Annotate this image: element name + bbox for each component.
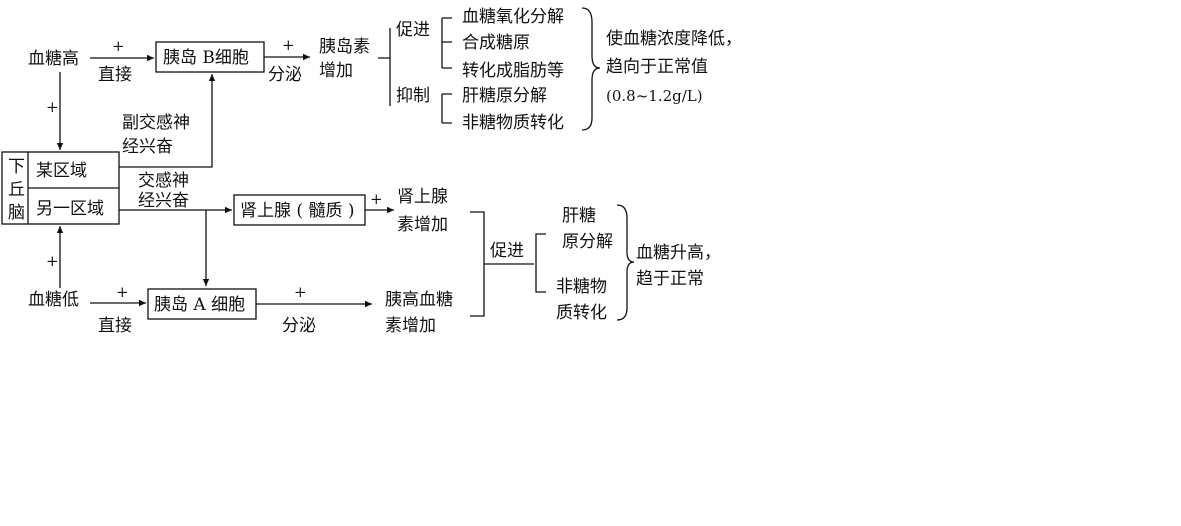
top-result-brace (581, 7, 601, 131)
promote-label: 促进 (396, 20, 430, 40)
a-cell-box (147, 288, 257, 320)
plus-sign: + (282, 36, 295, 54)
glucagon-line-2: 素增加 (385, 316, 436, 336)
top-result-line-2: 趋向于正常值 (606, 57, 708, 77)
glucagon-line-1: 胰高血糖 (385, 290, 453, 310)
insulin-label-1: 胰岛素 (319, 37, 370, 57)
sympathetic-line-2: 经兴奋 (138, 191, 189, 211)
insulin-label-2: 增加 (319, 61, 353, 81)
direct-label-bottom: 直接 (98, 316, 132, 336)
plus-sign: + (294, 283, 307, 301)
parasympathetic-line-2: 经兴奋 (122, 137, 173, 157)
high-glucose-label: 血糖高 (28, 49, 79, 69)
arrow-parasympathetic-to-bcell (119, 74, 216, 168)
plus-sign: + (370, 190, 383, 208)
effects-bracket (535, 233, 546, 293)
region-1-label: 某区域 (36, 161, 87, 181)
secrete-label-bottom: 分泌 (282, 316, 316, 336)
top-result-line-3: (0.8~1.2g/L) (606, 87, 703, 105)
adrenaline-line-1: 肾上腺 (397, 187, 448, 207)
inhibit-item-1: 肝糖原分解 (462, 86, 547, 106)
insulin-branch-bracket (378, 28, 391, 106)
bottom-result-line-2: 趋于正常 (636, 269, 704, 289)
sympathetic-line-1: 交感神 (138, 171, 189, 191)
inhibit-items-bracket (441, 93, 452, 124)
parasympathetic-line-1: 副交感神 (122, 113, 190, 133)
hypothalamus-char-3: 脑 (8, 203, 25, 223)
inhibit-item-2: 非糖物质转化 (462, 113, 564, 133)
liver-line-1: 肝糖 (562, 206, 596, 226)
plus-sign: + (46, 252, 59, 270)
plus-sign: + (116, 283, 129, 301)
a-cell-label: 胰岛 A 细胞 (154, 295, 245, 315)
region-2-label: 另一区域 (36, 199, 104, 219)
merge-bracket (470, 211, 534, 317)
inhibit-label: 抑制 (396, 86, 430, 106)
promote-item-1: 血糖氧化分解 (462, 7, 564, 27)
low-glucose-label: 血糖低 (28, 290, 79, 310)
hypothalamus-char-1: 下 (8, 157, 25, 177)
nonsugar-line-1: 非糖物 (556, 277, 607, 297)
secrete-label: 分泌 (268, 65, 302, 85)
adrenaline-line-2: 素增加 (397, 215, 448, 235)
liver-line-2: 原分解 (562, 232, 613, 252)
promote-label-bottom: 促进 (490, 241, 524, 261)
promote-item-3: 转化成脂肪等 (462, 61, 564, 81)
promote-items-bracket (441, 17, 452, 69)
b-cell-label: 胰岛 B细胞 (163, 48, 249, 68)
promote-item-2: 合成糖原 (462, 33, 530, 53)
plus-sign: + (46, 98, 59, 116)
bottom-result-brace (616, 204, 635, 321)
bottom-result-line-1: 血糖升高， (636, 243, 721, 263)
adrenal-label: 肾上腺 ( 髓质 ) (240, 201, 354, 221)
plus-sign: + (112, 37, 125, 55)
nonsugar-line-2: 质转化 (556, 303, 607, 323)
direct-label: 直接 (98, 65, 132, 85)
hypothalamus-char-2: 丘 (8, 180, 25, 200)
top-result-line-1: 使血糖浓度降低， (606, 28, 742, 49)
